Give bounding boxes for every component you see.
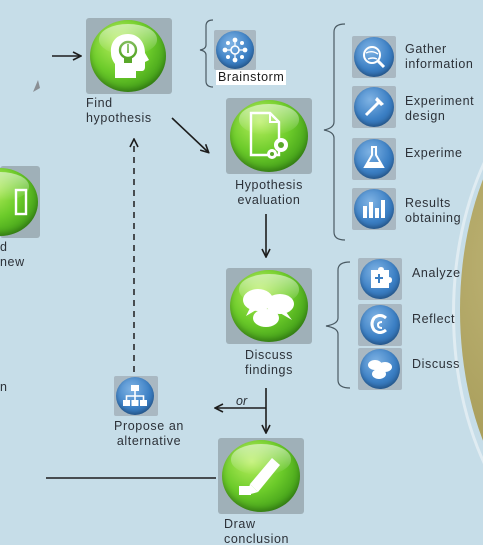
gather-information-node[interactable] [354, 37, 394, 77]
experiment-design-node[interactable] [354, 87, 394, 127]
results-obtaining-node[interactable] [354, 189, 394, 229]
evaluation-bracket [323, 23, 346, 241]
gather-information-label: Gather information [405, 42, 473, 72]
reflect-icon [370, 314, 387, 334]
discuss-findings-line1: Discuss [245, 348, 293, 362]
partial-left-line1: d [0, 240, 8, 254]
find-hypothesis-line2: hypothesis [86, 111, 152, 125]
gather-information-line2: information [405, 57, 474, 71]
experiment-label: Experime [405, 146, 463, 160]
discuss-label: Discuss [412, 357, 460, 371]
experiment-design-line1: Experiment [405, 94, 475, 108]
globe-search-icon [363, 46, 386, 69]
hypothesis-evaluation-line1: Hypothesis [235, 178, 303, 192]
partial-arrow-left [33, 80, 40, 92]
brainstorm-node[interactable] [216, 31, 254, 69]
hypothesis-evaluation-line2: evaluation [237, 193, 301, 207]
propose-alternative-line1: Propose an [114, 419, 184, 433]
findings-bracket [325, 261, 351, 389]
draw-conclusion-line2: conclusion [224, 532, 290, 545]
partial-left-label: d new [0, 240, 25, 270]
propose-alternative-line2: alternative [116, 434, 182, 448]
find-hypothesis-label: Find hypothesis [86, 96, 166, 126]
hypothesis-evaluation-node[interactable] [230, 100, 308, 172]
hierarchy-icon [123, 385, 147, 406]
propose-alternative-label: Propose an alternative [104, 419, 194, 449]
brainstorm-label: Brainstorm [216, 70, 287, 85]
experiment-design-label: Experiment design [405, 94, 474, 124]
tools-icon [364, 97, 384, 117]
draw-conclusion-node[interactable] [222, 440, 300, 512]
partial-left-label-lower: n [0, 380, 8, 394]
results-obtaining-line2: obtaining [405, 211, 462, 225]
flask-icon [363, 146, 385, 168]
or-label: or [236, 394, 248, 408]
reflect-label: Reflect [412, 312, 456, 326]
partial-node-icon [14, 188, 28, 216]
draw-conclusion-line1: Draw [224, 517, 256, 531]
brainstorm-network-icon [222, 37, 248, 63]
draw-conclusion-label: Draw conclusion [224, 517, 304, 545]
brainstorm-bracket [199, 19, 214, 88]
discuss-node[interactable] [360, 349, 400, 389]
results-obtaining-line1: Results [405, 196, 451, 210]
results-obtaining-label: Results obtaining [405, 196, 461, 226]
find-hypothesis-node[interactable] [90, 20, 166, 92]
experiment-node[interactable] [354, 139, 394, 179]
reflect-node[interactable] [360, 305, 400, 345]
document-gears-icon [249, 111, 288, 159]
discuss-bubbles-icon [368, 360, 392, 379]
arrow-find-to-evaluation [171, 117, 208, 152]
partial-left-line2: new [0, 255, 25, 269]
propose-alternative-node[interactable] [116, 377, 154, 415]
discuss-findings-line2: findings [245, 363, 293, 377]
experiment-design-line2: design [405, 109, 446, 123]
discuss-findings-node[interactable] [230, 270, 308, 342]
gather-information-line1: Gather [405, 42, 447, 56]
hypothesis-evaluation-label: Hypothesis evaluation [224, 178, 314, 208]
analyze-node[interactable] [360, 259, 400, 299]
bar-chart-icon [363, 200, 385, 218]
discuss-findings-label: Discuss findings [224, 348, 314, 378]
head-lightbulb-icon [110, 34, 149, 78]
puzzle-icon [371, 267, 392, 288]
analyze-label: Analyze [412, 266, 461, 280]
find-hypothesis-line1: Find [86, 96, 113, 110]
speech-bubbles-icon [243, 289, 294, 327]
pencil-icon [239, 458, 280, 495]
